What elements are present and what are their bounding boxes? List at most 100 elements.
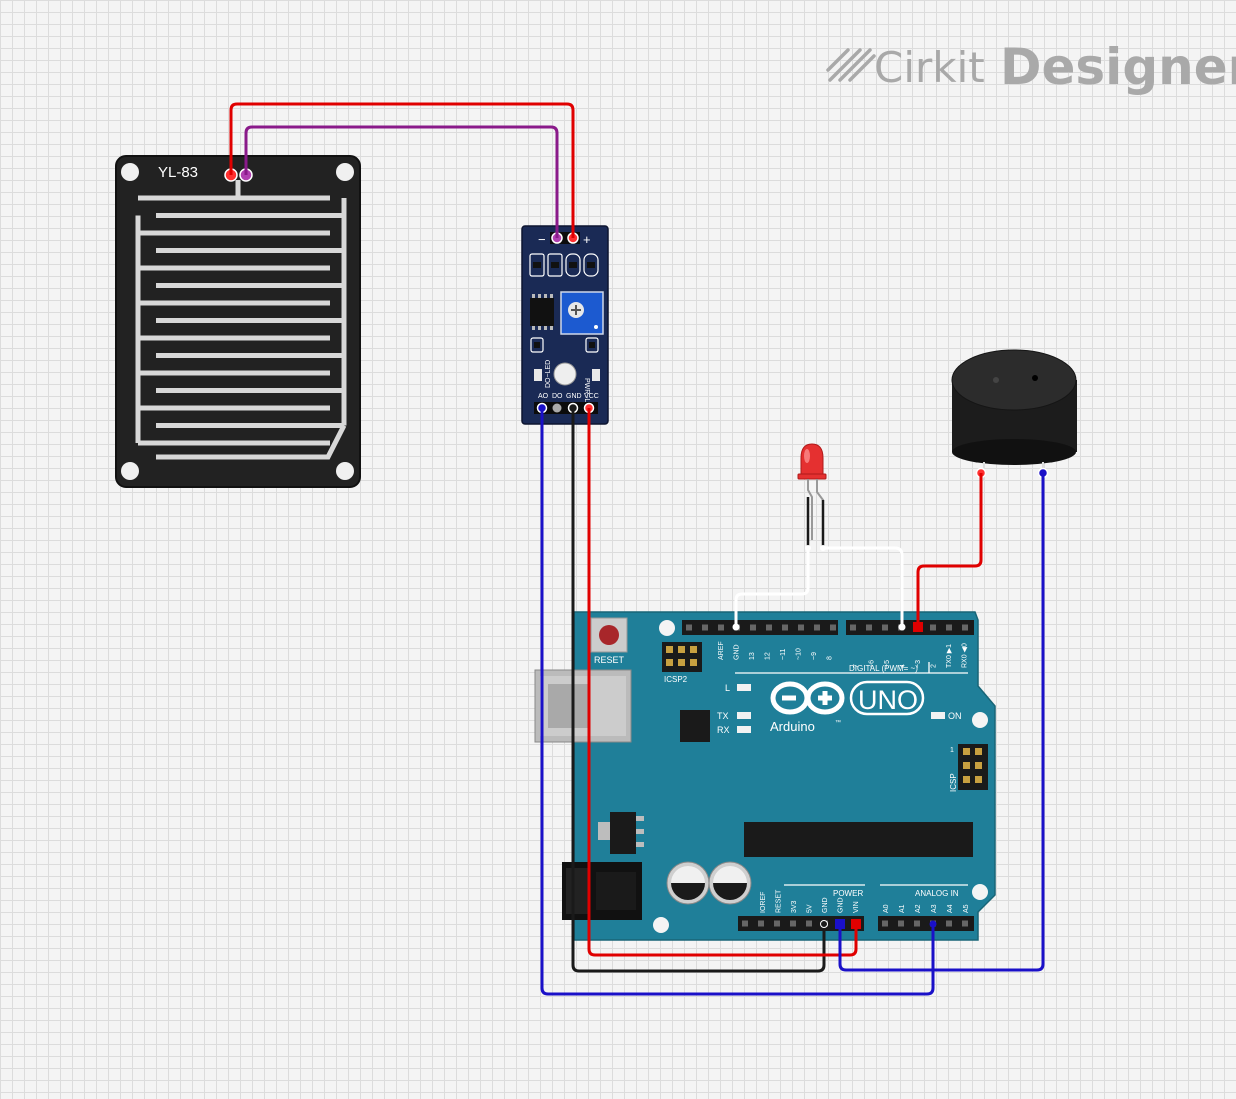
module-pin-label-vcc: VCC — [584, 393, 599, 400]
pwr-led-label: PWR−LED — [583, 378, 590, 412]
power-pin-0[interactable] — [742, 920, 748, 927]
tx-led-label: TX — [717, 711, 729, 721]
plate-label: YL-83 — [158, 164, 198, 181]
arduino-uno-board[interactable]: RESET ICSP2 L TX RX Arduino ™ UNO ON 1 I… — [534, 611, 996, 941]
wire-buzzer-to-gnd[interactable] — [838, 473, 1045, 972]
brand-name-light: Cirkit — [874, 43, 985, 92]
wire-led-to-pin4[interactable] — [823, 546, 904, 627]
wire-led-to-gnd[interactable] — [734, 548, 810, 627]
power-pin-4[interactable] — [806, 920, 812, 927]
digital-pin-right-1[interactable] — [866, 624, 872, 631]
digital-pin-right-7[interactable] — [962, 624, 968, 631]
digital-pin-left-0[interactable] — [686, 624, 692, 631]
digital-pin-left-5[interactable] — [766, 624, 772, 631]
digital-label-right: ~3 — [915, 660, 922, 668]
wire-vcc-to-vin[interactable] — [587, 408, 858, 957]
power-pin-3[interactable] — [790, 920, 796, 927]
uno-model-text: UNO — [858, 685, 918, 715]
wire-ao-to-a3[interactable] — [540, 408, 935, 996]
analog-pin-label: A3 — [931, 904, 938, 913]
power-pin-label: IOREF — [760, 892, 767, 913]
digital-pin-left-7[interactable] — [798, 624, 804, 631]
do-led — [534, 369, 542, 381]
digital-label-left: 12 — [765, 652, 772, 660]
wire-plate-to-module-plus[interactable] — [229, 102, 575, 238]
wire-plate-to-module-minus[interactable] — [244, 125, 559, 238]
power-pin-label: 3V3 — [791, 900, 798, 913]
icsp-pin1-label: 1 — [950, 747, 954, 754]
analog-pin-1[interactable] — [898, 920, 904, 927]
analog-in-label: ANALOG IN — [915, 889, 959, 898]
analog-pin-label: A0 — [883, 904, 890, 913]
digital-pin-left-6[interactable] — [782, 624, 788, 631]
wire-buzzer-to-pin3[interactable] — [916, 473, 983, 627]
digital-pin-left-1[interactable] — [702, 624, 708, 631]
module-bottom-header — [534, 402, 598, 414]
analog-pin-5[interactable] — [962, 920, 968, 927]
icsp-header — [958, 744, 988, 790]
tx-led — [737, 712, 751, 719]
power-pin-1[interactable] — [758, 920, 764, 927]
analog-pin-label: A5 — [963, 904, 970, 913]
rain-sensor-plate[interactable]: YL-83 — [115, 155, 361, 488]
red-led[interactable] — [797, 443, 827, 551]
power-pin-2[interactable] — [774, 920, 780, 927]
reset-label: RESET — [594, 655, 625, 665]
digital-label-left: 13 — [749, 652, 756, 660]
digital-pin-right-5[interactable] — [930, 624, 936, 631]
icsp2-header — [662, 642, 702, 672]
digital-label-right: 4 — [900, 664, 907, 668]
digital-label-right: ~5 — [884, 660, 891, 668]
wires — [229, 102, 1045, 996]
wire-gnd-to-gnd[interactable] — [571, 408, 826, 973]
smd-capacitor-body — [589, 342, 595, 348]
power-label: POWER — [833, 889, 863, 898]
mount-hole — [653, 620, 988, 933]
voltage-regulator — [598, 812, 644, 854]
power-pin-label: RESET — [776, 889, 783, 913]
analog-pin-label: A2 — [915, 904, 922, 913]
analog-pin-2[interactable] — [914, 920, 920, 927]
digital-pin-left-8[interactable] — [814, 624, 820, 631]
smd-capacitor — [585, 337, 599, 353]
reset-button[interactable] — [590, 617, 628, 653]
sensor-control-module[interactable]: − + — [521, 225, 609, 425]
mount-hole — [121, 163, 354, 480]
digital-pin-left-9[interactable] — [830, 624, 836, 631]
trademark-symbol: ™ — [835, 719, 841, 726]
icsp2-label: ICSP2 — [664, 675, 688, 684]
digital-label-right: RX0 ◀0 — [962, 643, 969, 668]
power-pin-label: VIN — [853, 901, 860, 913]
l-led — [737, 684, 751, 691]
potentiometer[interactable] — [560, 291, 604, 335]
digital-pin-right-6[interactable] — [946, 624, 952, 631]
silkscreen-lines — [735, 662, 968, 886]
analog-pin-label: A1 — [899, 904, 906, 913]
comb-traces — [135, 180, 347, 460]
digital-pin-left-2[interactable] — [718, 624, 724, 631]
module-pin-do[interactable] — [552, 403, 562, 413]
digital-label-left: 8 — [827, 656, 834, 660]
mount-hole — [553, 362, 577, 386]
digital-pin-left-4[interactable] — [750, 624, 756, 631]
electrolytic-capacitor — [666, 861, 710, 905]
digital-pin-right-0[interactable] — [850, 624, 856, 631]
module-pin-label-plus: + — [583, 232, 591, 247]
power-pin-label: GND — [838, 897, 845, 913]
brand-name-bold: Designer — [1000, 38, 1236, 96]
rx-led-label: RX — [717, 725, 730, 735]
analog-pin-4[interactable] — [946, 920, 952, 927]
digital-pin-right-2[interactable] — [882, 624, 888, 631]
digital-label-left: AREF — [718, 641, 725, 660]
usb-b-connector — [534, 669, 632, 743]
module-pin-label-ao: AO — [538, 393, 549, 400]
power-pin-label: GND — [822, 897, 829, 913]
module-pin-label-do: DO — [552, 393, 563, 400]
do-led-label: DO−LED — [545, 360, 552, 388]
analog-pin-0[interactable] — [882, 920, 888, 927]
rx-led — [737, 726, 751, 733]
piezo-buzzer[interactable] — [951, 349, 1077, 480]
power-header — [738, 916, 864, 931]
arduino-infinity-logo — [770, 681, 845, 715]
